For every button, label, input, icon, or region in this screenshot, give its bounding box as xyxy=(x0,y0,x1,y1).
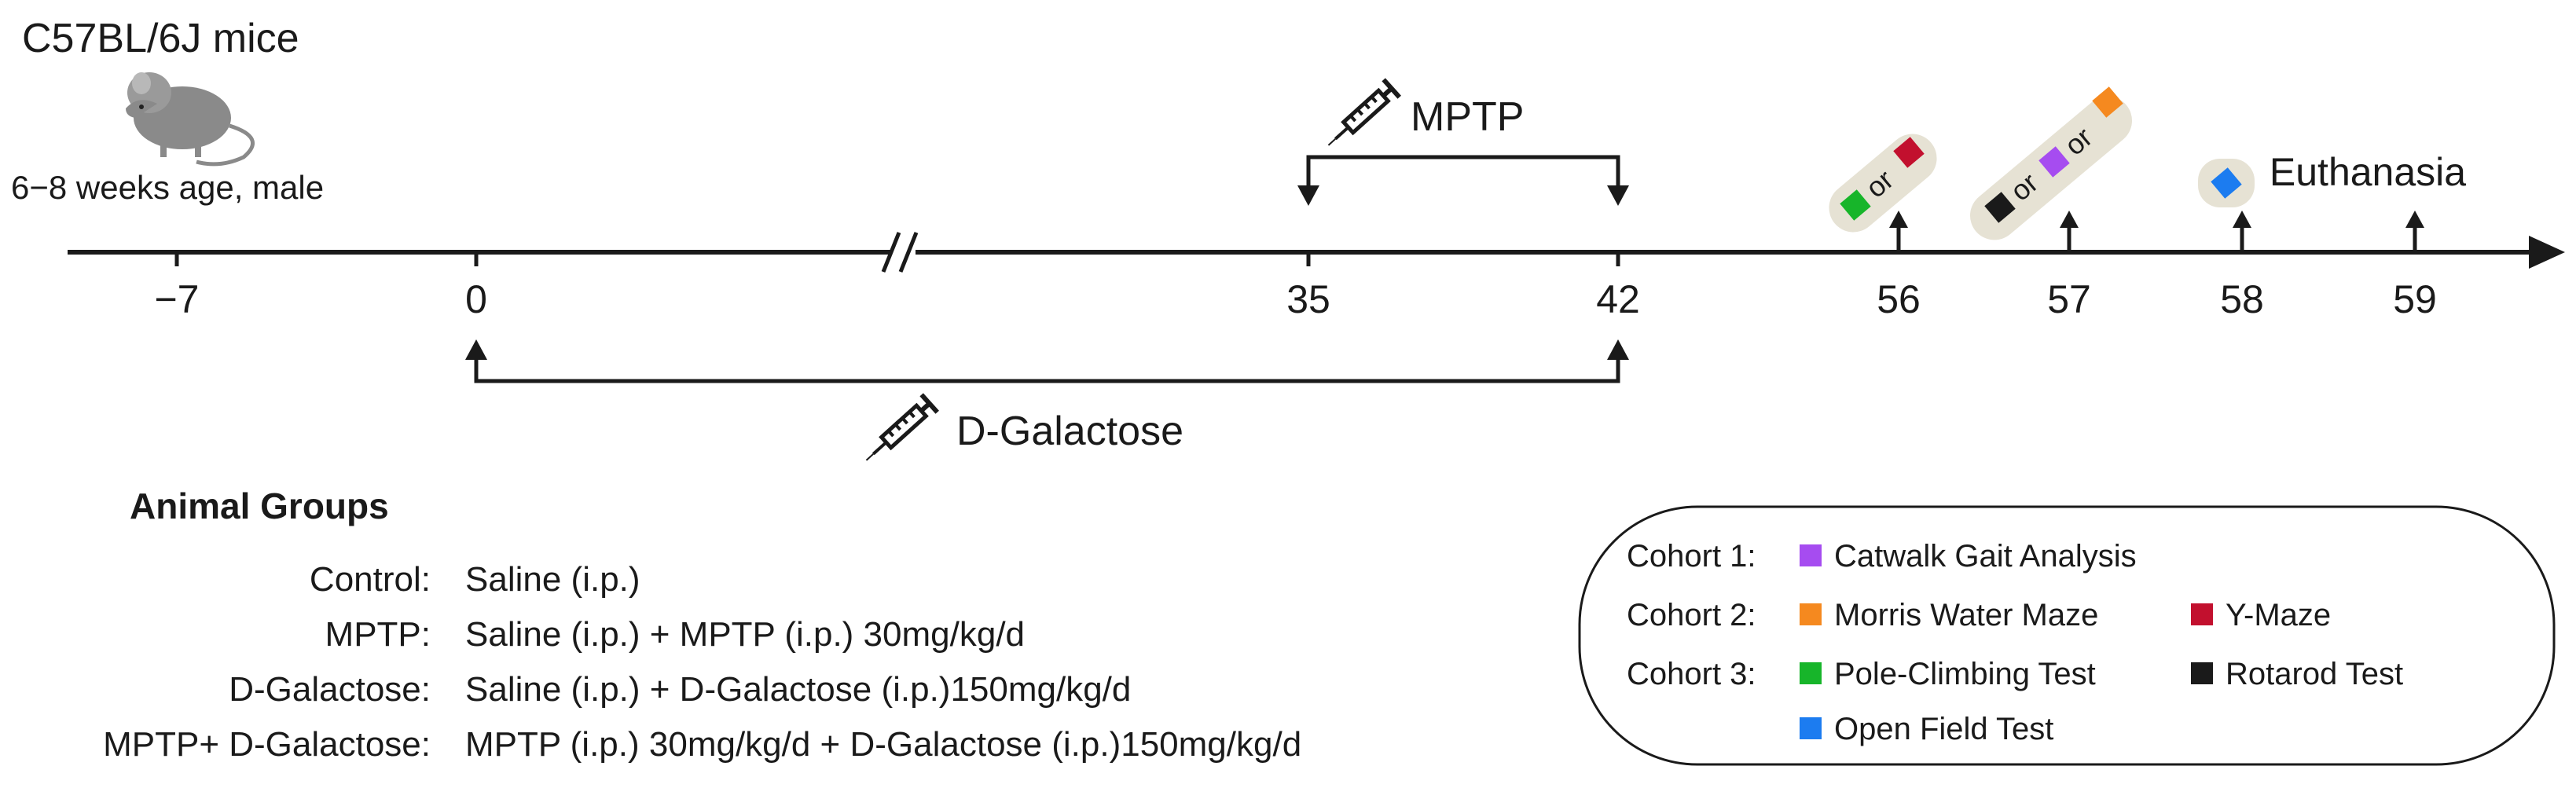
cohort-legend-box xyxy=(1578,505,2556,766)
dgal-label: D-Galactose xyxy=(956,409,1183,454)
syringe-icon xyxy=(1320,79,1399,154)
mptp-label: MPTP xyxy=(1411,94,1524,140)
group-label-control: Control: xyxy=(310,560,431,599)
group-label-mptp-dgal: MPTP+ D-Galactose: xyxy=(103,725,431,764)
open-field-marker xyxy=(2211,167,2242,199)
morris-swatch xyxy=(1800,603,1822,625)
mouse-icon xyxy=(126,72,255,167)
euthanasia-label: Euthanasia xyxy=(2270,150,2466,194)
tick-label-42: 42 xyxy=(1596,277,1640,321)
syringe-icon xyxy=(858,394,937,469)
day58-test-pill xyxy=(2198,159,2255,207)
dgal-arrow-right xyxy=(1607,339,1629,360)
ymaze-swatch xyxy=(2191,603,2213,625)
cohort2-label: Cohort 2: xyxy=(1627,598,1756,632)
ymaze-marker xyxy=(1893,137,1925,168)
experiment-title: C57BL/6J mice xyxy=(22,16,299,61)
group-label-dgal: D-Galactose: xyxy=(229,670,431,709)
tick-label-59: 59 xyxy=(2393,277,2437,321)
cohort3-label: Cohort 3: xyxy=(1627,657,1756,691)
animal-groups-heading: Animal Groups xyxy=(130,486,389,526)
pole-swatch xyxy=(1800,662,1822,684)
cohort1-label: Cohort 1: xyxy=(1627,539,1756,574)
day56-test-pill: or xyxy=(1829,134,1937,233)
morris-legend-text: Morris Water Maze xyxy=(1834,598,2098,632)
group-desc-control: Saline (i.p.) xyxy=(465,560,640,599)
tick-label-58: 58 xyxy=(2220,277,2264,321)
rotarod-marker xyxy=(1984,192,2016,223)
tick-label-0: 0 xyxy=(465,277,487,321)
dgal-arrow-left xyxy=(465,339,487,360)
timeline-arrowhead xyxy=(2529,236,2565,269)
tick-label-56: 56 xyxy=(1877,277,1921,321)
day57-test-pill: or or xyxy=(1969,86,2133,240)
tick-label-minus7: −7 xyxy=(154,277,199,321)
mptp-bracket xyxy=(1306,155,1620,196)
pole-climbing-marker xyxy=(1840,189,1871,221)
rotarod-legend-text: Rotarod Test xyxy=(2226,657,2403,691)
day57-arrow xyxy=(2060,211,2079,252)
group-label-mptp: MPTP: xyxy=(325,615,431,654)
group-desc-mptp-dgal: MPTP (i.p.) 30mg/kg/d + D-Galactose (i.p… xyxy=(465,725,1301,764)
rotarod-swatch xyxy=(2191,662,2213,684)
day58-arrow xyxy=(2233,211,2251,252)
morris-marker xyxy=(2092,86,2123,118)
catwalk-legend-text: Catwalk Gait Analysis xyxy=(1834,539,2137,574)
mptp-arrow-left xyxy=(1297,185,1319,206)
ymaze-legend-text: Y-Maze xyxy=(2226,598,2331,632)
open-field-legend-text: Open Field Test xyxy=(1834,712,2053,746)
tick-label-35: 35 xyxy=(1286,277,1330,321)
group-desc-dgal: Saline (i.p.) + D-Galactose (i.p.)150mg/… xyxy=(465,670,1131,709)
day59-arrow xyxy=(2405,211,2424,252)
day56-arrow xyxy=(1889,211,1908,252)
mouse-caption: 6−8 weeks age, male xyxy=(11,169,324,206)
dgal-bracket xyxy=(474,354,1620,383)
pole-legend-text: Pole-Climbing Test xyxy=(1834,657,2096,691)
mptp-arrow-right xyxy=(1607,185,1629,206)
group-desc-mptp: Saline (i.p.) + MPTP (i.p.) 30mg/kg/d xyxy=(465,615,1025,654)
open-field-swatch xyxy=(1800,717,1822,739)
tick-label-57: 57 xyxy=(2047,277,2091,321)
catwalk-marker xyxy=(2038,146,2070,178)
axis-break-mark xyxy=(881,232,919,273)
catwalk-swatch xyxy=(1800,544,1822,566)
axis-ticks xyxy=(174,252,1620,266)
